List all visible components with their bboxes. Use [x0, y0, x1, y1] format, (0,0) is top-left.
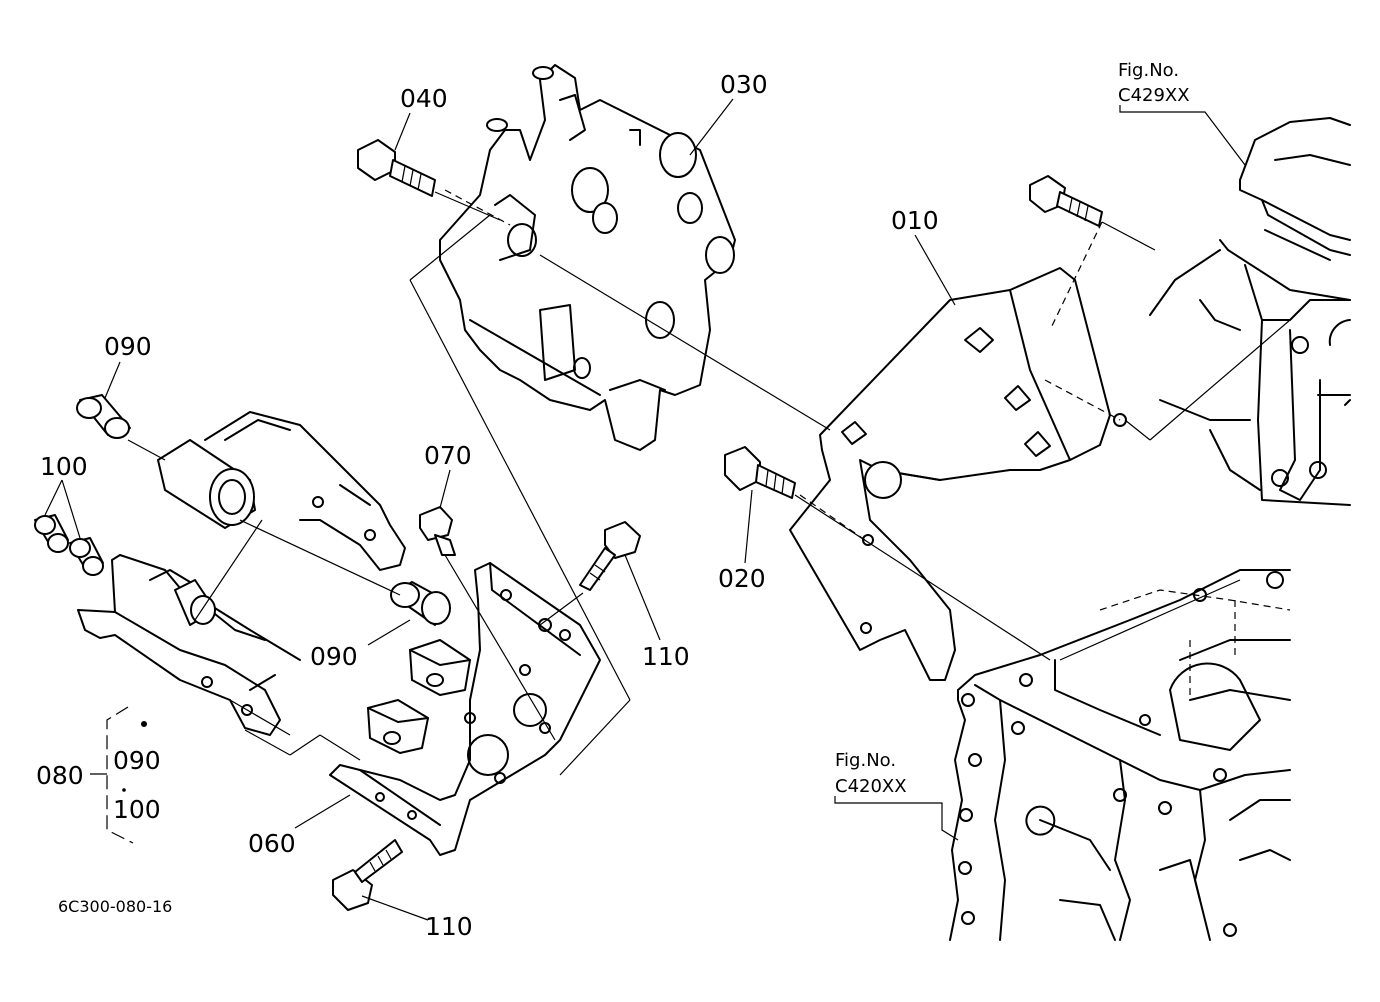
- pin-070: [419, 506, 456, 556]
- block-b: [367, 699, 429, 754]
- callout-070: 070: [424, 441, 472, 470]
- case-bolt: [1029, 175, 1103, 227]
- group-item-090: 090: [113, 746, 161, 775]
- bolt-040: [357, 139, 436, 197]
- callout-020: 020: [718, 564, 766, 593]
- figure-ref-label: Fig.No.: [835, 750, 896, 771]
- callout-060: 060: [248, 829, 296, 858]
- figure-ref-number: C420XX: [835, 776, 907, 797]
- bushing-100-a: [34, 514, 69, 553]
- block-a: [409, 639, 471, 696]
- callout-040: 040: [400, 84, 448, 113]
- figure-ref-number: C429XX: [1118, 85, 1190, 106]
- figure-ref-label: Fig.No.: [1118, 60, 1179, 81]
- bracket-plate-010: [789, 267, 1127, 681]
- transmission-case-front: [949, 569, 1291, 941]
- callout-090-top: 090: [104, 332, 152, 361]
- boss-cylinder: [157, 439, 256, 626]
- figure-ref-c420xx: Fig.No. C420XX: [835, 750, 907, 797]
- callout-110-right: 110: [642, 642, 690, 671]
- transmission-case-rear: [1149, 117, 1351, 506]
- control-valve-030: [439, 64, 736, 451]
- callout-030: 030: [720, 70, 768, 99]
- bolt-110-right: [579, 521, 641, 591]
- bolt-020: [724, 446, 796, 499]
- bushing-090-top: [76, 394, 131, 439]
- diagram-code: 6C300-080-16: [58, 897, 172, 916]
- lever-bracket: [77, 411, 406, 736]
- figure-ref-c429xx: Fig.No. C429XX: [1118, 60, 1190, 106]
- bushing-090-mid: [390, 581, 451, 626]
- base-plate-060: [329, 562, 601, 856]
- leader-lines: [44, 98, 1246, 921]
- group-item-100: 100: [113, 795, 161, 824]
- callout-010: 010: [891, 206, 939, 235]
- callout-110-bottom: 110: [425, 912, 473, 941]
- assembly-lines: [127, 189, 1291, 776]
- group-label-080: 080: [36, 761, 84, 790]
- bolt-110-bottom: [332, 839, 403, 911]
- bushing-100-b: [69, 537, 104, 576]
- assembly-group-080: 080 090 100: [36, 706, 161, 844]
- callout-090-mid: 090: [310, 642, 358, 671]
- callout-labels: 040 030 010 020 090 100 070 110 090 060 …: [40, 70, 939, 941]
- callout-100-top: 100: [40, 452, 88, 481]
